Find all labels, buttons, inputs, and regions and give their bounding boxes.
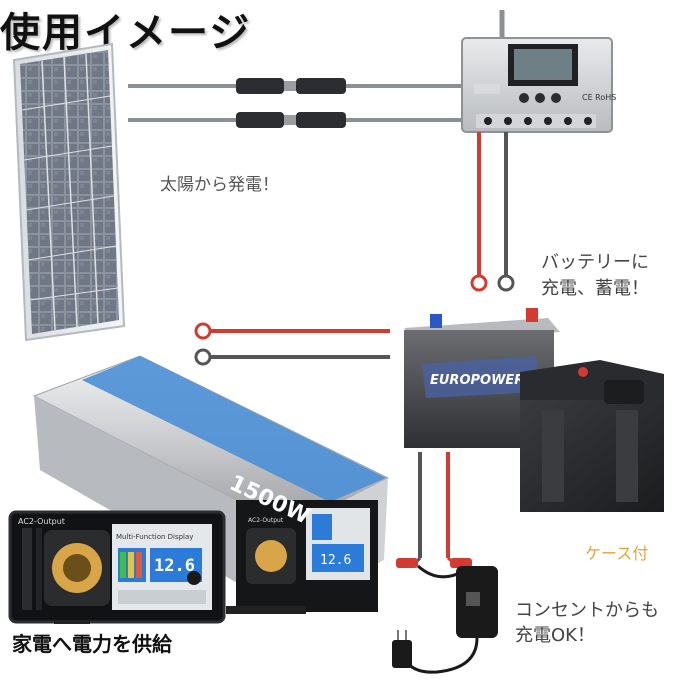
case-included-label: ケース付 — [585, 544, 649, 563]
solar-panel — [12, 42, 126, 342]
inverter-large-output-label: AC2-Output — [248, 517, 284, 524]
diagram-title: 使用イメージ — [0, 10, 252, 56]
battery-label-line2: 充電、蓄電！ — [541, 278, 649, 299]
battery-charge-label: バッテリーに 充電、蓄電！ — [541, 250, 691, 302]
outlet-charge-label: コンセントからも 充電OK！ — [515, 598, 695, 648]
inverter-output-label: AC2-Output — [18, 517, 65, 526]
inverter-display-value: 12.6 — [154, 556, 195, 576]
charge-controller — [461, 10, 613, 133]
inverter-large — [32, 355, 390, 614]
inverter-display-label: Multi-Function Display — [116, 533, 193, 541]
inverter-large-display-value: 12.6 — [320, 553, 351, 568]
panel-wires — [128, 78, 462, 128]
controller-brand-mark: CE RoHS — [582, 93, 616, 102]
vent-slots — [22, 528, 42, 610]
solar-generation-label: 太陽から発電！ — [160, 175, 279, 195]
appliance-power-label: 家電へ電力を供給 — [12, 632, 172, 656]
inverter-front-panel — [8, 510, 226, 624]
battery-case — [520, 360, 664, 512]
battery-label-line1: バッテリーに — [541, 252, 649, 273]
outlet-label-line2: 充電OK！ — [515, 625, 595, 646]
ac-adapter — [392, 564, 498, 674]
charger-wires — [396, 452, 472, 568]
battery-inverter-wires — [194, 322, 390, 366]
battery-brand: EUROPOWER — [430, 373, 524, 388]
controller-battery-wires — [470, 132, 515, 292]
outlet-label-line1: コンセントからも — [515, 600, 659, 621]
